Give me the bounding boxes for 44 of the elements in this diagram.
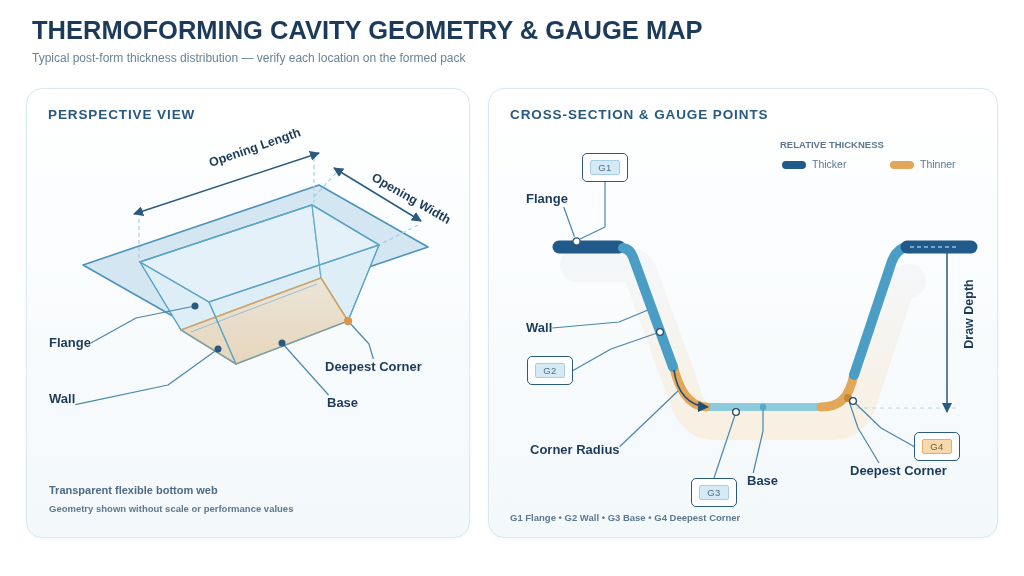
part-label: Wall — [49, 391, 76, 407]
leader-line — [713, 407, 741, 479]
part-label: Base — [327, 395, 359, 411]
panel-card — [26, 88, 470, 538]
part-label: Deepest Corner — [850, 463, 947, 479]
leader-line — [619, 390, 679, 448]
leader-line — [278, 339, 330, 396]
gauge-tag: G4 — [922, 439, 952, 454]
dimension-label: Draw Depth — [961, 279, 977, 349]
part-label: Deepest Corner — [325, 359, 422, 375]
legend-label: Thicker — [812, 158, 847, 171]
diagram-title: THERMOFORMING CAVITY GEOMETRY & GAUGE MAP — [32, 15, 703, 45]
leader-line — [74, 345, 222, 406]
gauge-key-note: G1 Flange • G2 Wall • G3 Base • G4 Deepest Corner — [510, 511, 741, 524]
panel-heading: CROSS-SECTION & GAUGE POINTS — [510, 107, 769, 123]
gauge-callout — [582, 153, 628, 182]
note-text: Transparent flexible bottom web — [49, 483, 218, 497]
leader-line — [572, 327, 665, 372]
leader-line — [343, 316, 374, 360]
legend-label: Thinner — [920, 158, 956, 171]
gauge-tag: G1 — [590, 160, 620, 175]
subtitle: Typical post-form thickness distribution — verify each location on the formed pack — [32, 51, 466, 66]
leader-line — [579, 181, 606, 240]
part-label: Base — [747, 473, 779, 489]
legend-title: RELATIVE THICKNESS — [780, 139, 884, 151]
panel-card — [488, 88, 998, 538]
gauge-tag: G3 — [699, 485, 729, 500]
leader-line — [563, 206, 576, 238]
gauge-callout — [691, 478, 737, 507]
leader-line — [551, 309, 649, 329]
leader-line — [752, 403, 767, 474]
part-label: Flange — [49, 335, 91, 351]
leader-line — [848, 396, 915, 448]
part-label: Flange — [526, 191, 568, 207]
panel-heading: PERSPECTIVE VIEW — [48, 107, 196, 123]
leader-line — [90, 302, 199, 344]
gauge-tag: G2 — [535, 363, 565, 378]
part-label: Corner Radius — [530, 442, 620, 458]
point-marker-icon — [571, 236, 581, 246]
leader-line — [848, 400, 880, 464]
gauge-callout — [914, 432, 960, 461]
note-text: Geometry shown without scale or performance values — [49, 502, 294, 515]
part-label: Wall — [526, 320, 553, 336]
gauge-callout — [527, 356, 573, 385]
